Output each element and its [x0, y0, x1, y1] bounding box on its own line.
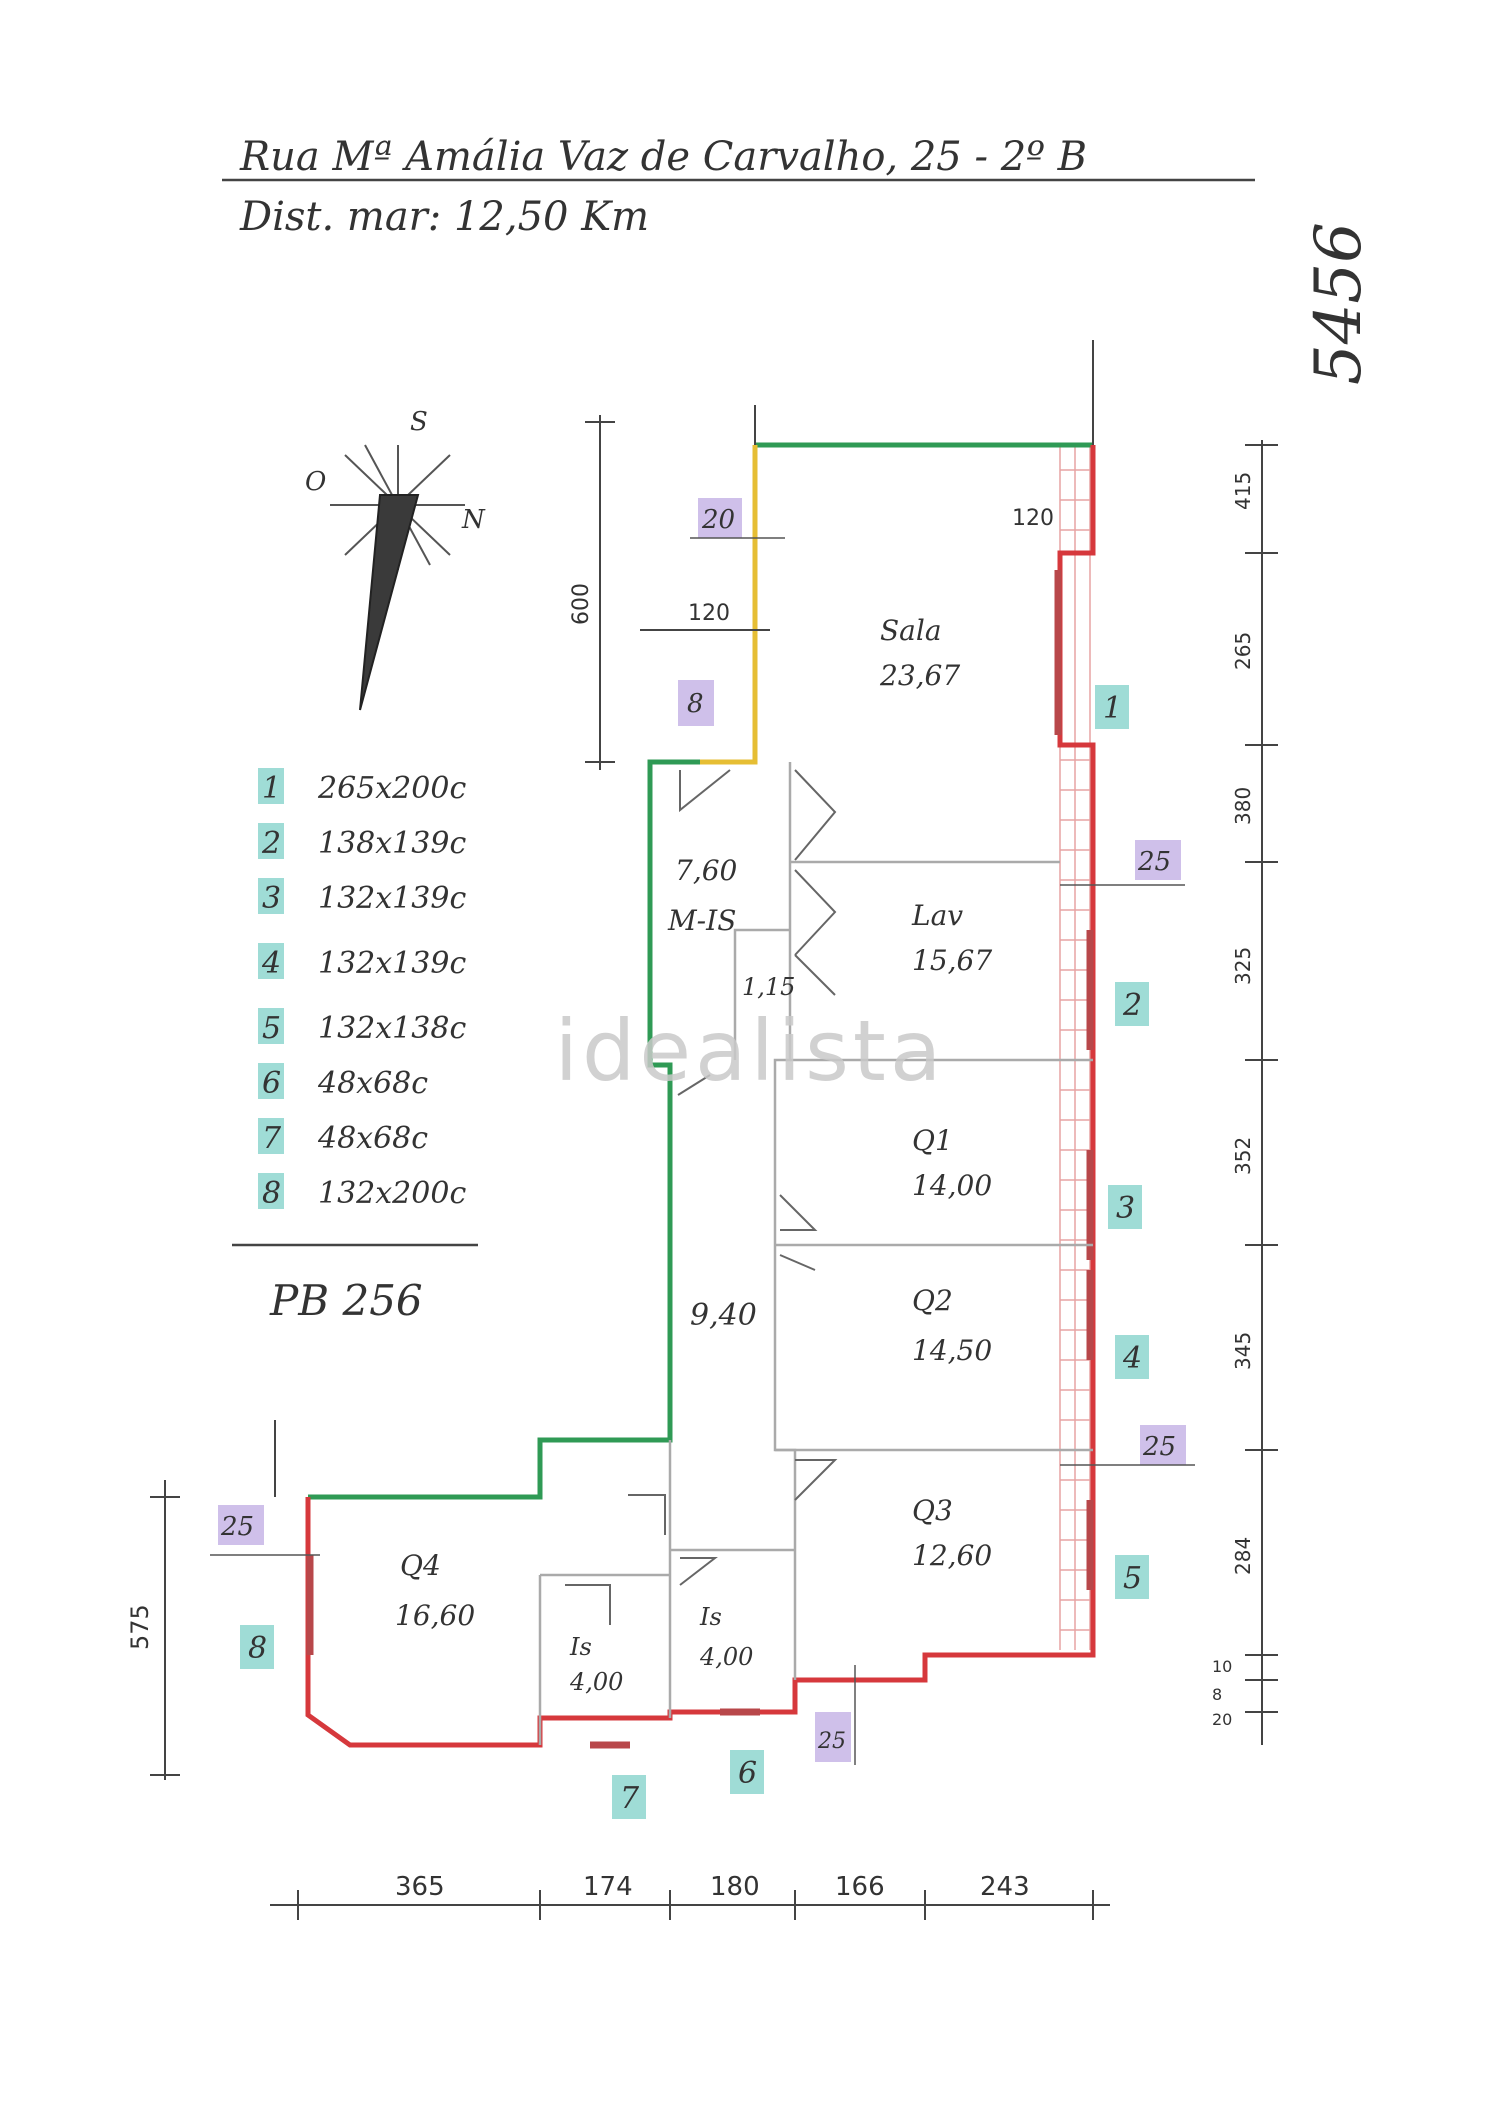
room-wc2-area: 4,00	[699, 1643, 753, 1671]
window-list-size: 132x200c	[318, 1176, 466, 1211]
compass-north: N	[461, 505, 486, 535]
room-wc1-name: Is	[569, 1633, 592, 1661]
walls	[305, 442, 1096, 1749]
compass-south: S	[410, 407, 428, 437]
window-list-size: 132x139c	[318, 946, 466, 981]
room-q1-name: Q1	[912, 1124, 953, 1157]
window-list-no: 5	[262, 1011, 281, 1046]
dim-label: 600	[569, 583, 594, 625]
dim-label: 345	[1231, 1332, 1255, 1370]
room-corridor-area: 9,40	[690, 1298, 757, 1333]
window-list-no: 3	[262, 881, 281, 916]
room-wc2-name: Is	[699, 1603, 722, 1631]
dimension-lines	[150, 340, 1278, 1920]
window-tag: 2	[1122, 988, 1142, 1023]
dim-label: 10	[1212, 1657, 1232, 1676]
window-list-size: 132x138c	[318, 1011, 466, 1046]
room-wc1-area: 4,00	[569, 1668, 623, 1696]
room-q2-name: Q2	[912, 1284, 953, 1317]
window-tag: 3	[1116, 1191, 1135, 1226]
dim-label: 415	[1231, 472, 1255, 510]
window-list-size: 48x68c	[317, 1066, 428, 1101]
wall-thickness-tags: 20 8 25 25 25 25	[210, 498, 1195, 1765]
window-list-no: 2	[261, 826, 281, 861]
window-tag: 8	[248, 1631, 267, 1666]
dim-label: 8	[1212, 1685, 1222, 1704]
window-list: 1 265x200c 2 138x139c 3 132x139c 4 132x1…	[232, 768, 478, 1325]
wall-tag: 20	[701, 505, 735, 535]
window-list-size: 132x139c	[318, 881, 466, 916]
window-list-no: 8	[262, 1176, 281, 1211]
reference-number: 5456	[1302, 222, 1376, 385]
dim-label: 120	[1012, 506, 1054, 531]
dim-label: 352	[1231, 1137, 1255, 1175]
room-q2-area: 14,50	[912, 1334, 992, 1367]
compass-west: O	[305, 467, 326, 497]
dim-label: 120	[688, 601, 730, 626]
room-q1-area: 14,00	[912, 1169, 992, 1202]
window-list-no: 6	[262, 1066, 281, 1101]
window-tag: 6	[738, 1756, 757, 1791]
watermark-logo: idealista	[555, 1002, 946, 1100]
window-list-size: 138x139c	[318, 826, 466, 861]
room-q4-name: Q4	[400, 1549, 441, 1582]
window-list-no: 4	[261, 946, 281, 981]
room-labels: Sala 23,67 7,60 M-IS 1,15 Lav 15,67 9,40…	[395, 614, 992, 1696]
window-number-tags: 1 2 3 4 5 6 7 8	[240, 685, 1149, 1819]
header: Rua Mª Amália Vaz de Carvalho, 25 - 2º B…	[222, 134, 1255, 240]
room-sala-area: 23,67	[879, 659, 960, 692]
wall-tag: 25	[1142, 1432, 1176, 1462]
window-tag: 7	[620, 1781, 640, 1816]
window-list-size: 48x68c	[317, 1121, 428, 1156]
room-hall-area: M-IS	[667, 904, 736, 937]
dim-label: 180	[710, 1872, 760, 1902]
wall-tag: 25	[817, 1729, 846, 1754]
dim-label: 325	[1231, 947, 1255, 985]
room-closet-area: 1,15	[742, 973, 795, 1001]
room-sala-name: Sala	[880, 614, 942, 647]
pb-note: PB 256	[269, 1276, 423, 1325]
dim-label: 166	[835, 1872, 885, 1902]
wall-tag: 8	[687, 689, 704, 719]
window-list-no: 1	[262, 771, 281, 806]
wall-tag: 25	[1137, 847, 1171, 877]
room-q3-name: Q3	[912, 1494, 953, 1527]
dim-label: 284	[1231, 1537, 1255, 1575]
room-q4-area: 16,60	[395, 1599, 475, 1632]
window-tag: 1	[1103, 691, 1122, 726]
room-lav-name: Lav	[911, 899, 963, 932]
dim-label: 20	[1212, 1710, 1232, 1729]
room-lav-area: 15,67	[912, 944, 992, 977]
window-tag: 5	[1123, 1561, 1142, 1596]
dim-label: 575	[126, 1604, 154, 1650]
room-q3-area: 12,60	[912, 1539, 992, 1572]
window-list-no: 7	[262, 1121, 282, 1156]
wall-tag: 25	[220, 1512, 254, 1542]
distance-note: Dist. mar: 12,50 Km	[239, 194, 649, 240]
room-hall-name: 7,60	[675, 854, 737, 887]
dim-label: 174	[583, 1872, 633, 1902]
dim-label: 365	[395, 1872, 445, 1902]
window-list-size: 265x200c	[317, 771, 466, 806]
window-tag: 4	[1122, 1341, 1142, 1376]
dim-label: 265	[1231, 632, 1255, 670]
address-title: Rua Mª Amália Vaz de Carvalho, 25 - 2º B	[239, 134, 1087, 180]
dim-label: 243	[980, 1872, 1030, 1902]
dimension-labels: 120 120 600 575 415 265 380 325 352 345 …	[126, 472, 1255, 1902]
dim-label: 380	[1231, 787, 1255, 825]
compass-icon: S O N	[305, 407, 486, 711]
